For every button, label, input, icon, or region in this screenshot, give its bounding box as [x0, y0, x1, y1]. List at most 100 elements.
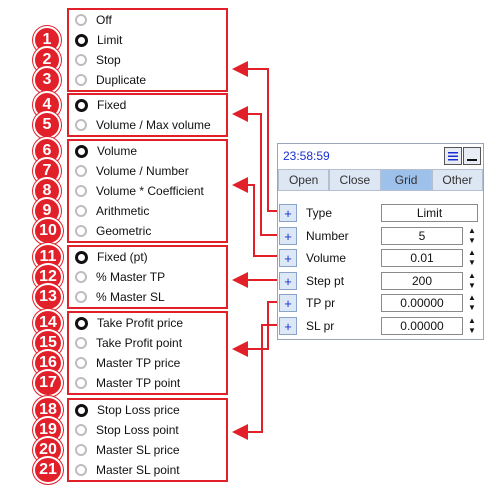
- radio-option[interactable]: Take Profit point: [75, 334, 182, 352]
- expand-plus-button[interactable]: +: [279, 272, 297, 290]
- spinner-down-icon[interactable]: ▼: [468, 236, 476, 245]
- radio-option[interactable]: Master SL point: [75, 461, 180, 479]
- spinner-down-icon[interactable]: ▼: [468, 326, 476, 335]
- expand-plus-button[interactable]: +: [279, 249, 297, 267]
- radio-selected-icon[interactable]: [75, 403, 88, 417]
- setting-label: Step pt: [306, 274, 345, 288]
- radio-unselected-icon[interactable]: [75, 119, 87, 131]
- radio-option[interactable]: Volume * Coefficient: [75, 182, 204, 200]
- radio-selected-icon[interactable]: [75, 98, 88, 112]
- radio-option[interactable]: Master SL price: [75, 441, 180, 459]
- spinner-down-icon[interactable]: ▼: [468, 258, 476, 267]
- radio-unselected-icon[interactable]: [75, 424, 87, 436]
- minimize-button[interactable]: [463, 147, 481, 165]
- radio-unselected-icon[interactable]: [75, 54, 87, 66]
- expand-plus-button[interactable]: +: [279, 294, 297, 312]
- radio-option[interactable]: Stop Loss price: [75, 401, 180, 419]
- radio-unselected-icon[interactable]: [75, 357, 87, 369]
- spinner-control[interactable]: ▲▼: [465, 317, 479, 335]
- radio-selected-icon[interactable]: [75, 250, 88, 264]
- setting-value-input[interactable]: 200: [381, 272, 463, 290]
- radio-selected-icon[interactable]: [75, 144, 88, 158]
- radio-unselected-icon[interactable]: [75, 271, 87, 283]
- spinner-up-icon[interactable]: ▲: [468, 248, 476, 257]
- expand-plus-button[interactable]: +: [279, 317, 297, 335]
- radio-option[interactable]: % Master SL: [75, 288, 165, 306]
- radio-unselected-icon[interactable]: [75, 14, 87, 26]
- radio-option[interactable]: Master TP point: [75, 374, 180, 392]
- radio-option[interactable]: Fixed: [75, 96, 126, 114]
- hamburger-icon: [448, 152, 458, 161]
- radio-unselected-icon[interactable]: [75, 165, 87, 177]
- spinner-control[interactable]: ▲▼: [465, 272, 479, 290]
- radio-selected-icon[interactable]: [75, 316, 88, 330]
- radio-option[interactable]: % Master TP: [75, 268, 165, 286]
- radio-label: Take Profit price: [97, 316, 184, 330]
- radio-label: Fixed (pt): [97, 250, 148, 264]
- setting-value-input[interactable]: 0.00000: [381, 317, 463, 335]
- radio-label: Master SL point: [96, 463, 180, 477]
- spinner-up-icon[interactable]: ▲: [468, 316, 476, 325]
- spinner-control[interactable]: ▲▼: [465, 294, 479, 312]
- radio-label: Stop Loss point: [96, 423, 179, 437]
- radio-option[interactable]: Take Profit price: [75, 314, 183, 332]
- tab-other[interactable]: Other: [431, 169, 483, 191]
- radio-option[interactable]: Geometric: [75, 222, 151, 240]
- expand-plus-button[interactable]: +: [279, 227, 297, 245]
- radio-unselected-icon[interactable]: [75, 185, 87, 197]
- spinner-control[interactable]: ▲▼: [465, 249, 479, 267]
- radio-label: % Master TP: [96, 270, 166, 284]
- radio-unselected-icon[interactable]: [75, 444, 87, 456]
- spinner-control[interactable]: ▲▼: [465, 227, 479, 245]
- radio-option[interactable]: Volume: [75, 142, 137, 160]
- radio-label: Volume / Number: [96, 164, 189, 178]
- setting-value-input[interactable]: 0.01: [381, 249, 463, 267]
- setting-value-input[interactable]: 0.00000: [381, 294, 463, 312]
- spinner-up-icon[interactable]: ▲: [468, 226, 476, 235]
- radio-option[interactable]: Arithmetic: [75, 202, 149, 220]
- radio-selected-icon[interactable]: [75, 33, 88, 47]
- radio-option[interactable]: Volume / Number: [75, 162, 189, 180]
- radio-option[interactable]: Stop Loss point: [75, 421, 179, 439]
- radio-unselected-icon[interactable]: [75, 337, 87, 349]
- radio-unselected-icon[interactable]: [75, 291, 87, 303]
- radio-unselected-icon[interactable]: [75, 225, 87, 237]
- spinner-up-icon[interactable]: ▲: [468, 271, 476, 280]
- radio-option[interactable]: Duplicate: [75, 71, 146, 89]
- tab-open[interactable]: Open: [278, 169, 330, 191]
- panel-titlebar: 23:58:59: [278, 144, 483, 169]
- radio-unselected-icon[interactable]: [75, 205, 87, 217]
- setting-label: Volume: [306, 251, 347, 265]
- radio-unselected-icon[interactable]: [75, 74, 87, 86]
- radio-option[interactable]: Off: [75, 11, 112, 29]
- radio-option[interactable]: Stop: [75, 51, 121, 69]
- option-group-4: Fixed (pt) % Master TP % Master SL: [67, 245, 228, 309]
- radio-option[interactable]: Limit: [75, 31, 122, 49]
- radio-option[interactable]: Master TP price: [75, 354, 180, 372]
- spinner-down-icon[interactable]: ▼: [468, 281, 476, 290]
- spinner-up-icon[interactable]: ▲: [468, 293, 476, 302]
- callout-badge: 17: [33, 369, 63, 397]
- radio-label: Master SL price: [96, 443, 180, 457]
- callout-badge: 10: [33, 217, 63, 245]
- setting-value-input[interactable]: 5: [381, 227, 463, 245]
- callout-badge: 3: [33, 66, 61, 94]
- setting-value-select[interactable]: Limit: [381, 204, 478, 222]
- tab-close[interactable]: Close: [329, 169, 381, 191]
- setting-label: TP pr: [306, 296, 336, 310]
- clock-display: 23:58:59: [283, 149, 330, 163]
- menu-button[interactable]: [444, 147, 462, 165]
- radio-option[interactable]: Fixed (pt): [75, 248, 148, 266]
- spinner-down-icon[interactable]: ▼: [468, 303, 476, 312]
- radio-unselected-icon[interactable]: [75, 377, 87, 389]
- radio-unselected-icon[interactable]: [75, 464, 87, 476]
- tab-grid[interactable]: Grid: [380, 169, 432, 191]
- radio-option[interactable]: Volume / Max volume: [75, 116, 211, 134]
- expand-plus-button[interactable]: +: [279, 204, 297, 222]
